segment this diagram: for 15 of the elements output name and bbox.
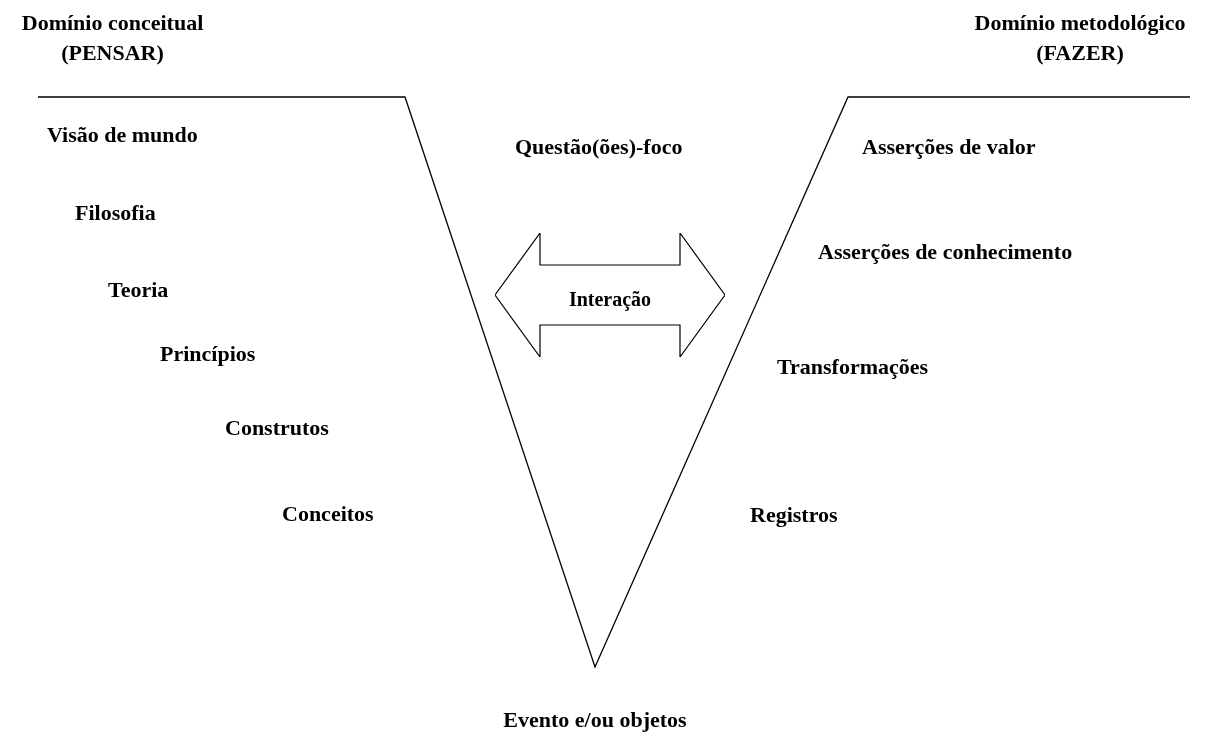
text-label: Questão(ões)-foco bbox=[515, 133, 683, 161]
text-label: Conceitos bbox=[282, 500, 374, 528]
text-label: Asserções de valor bbox=[862, 133, 1036, 161]
domain-heading: Domínio conceitual (PENSAR) bbox=[20, 9, 205, 67]
text-label: Teoria bbox=[108, 276, 169, 304]
arrow-label: Interação bbox=[567, 287, 653, 311]
text-label: Visão de mundo bbox=[47, 121, 198, 149]
domain-heading: Domínio metodológico (FAZER) bbox=[973, 9, 1187, 67]
text-label: Transformações bbox=[777, 353, 929, 381]
text-label: Construtos bbox=[225, 414, 329, 442]
text-label: Asserções de conhecimento bbox=[818, 238, 1073, 266]
text-label: Evento e/ou objetos bbox=[502, 706, 688, 734]
text-label: Princípios bbox=[160, 340, 256, 368]
text-label: Filosofia bbox=[75, 199, 156, 227]
text-label: Registros bbox=[750, 501, 838, 529]
